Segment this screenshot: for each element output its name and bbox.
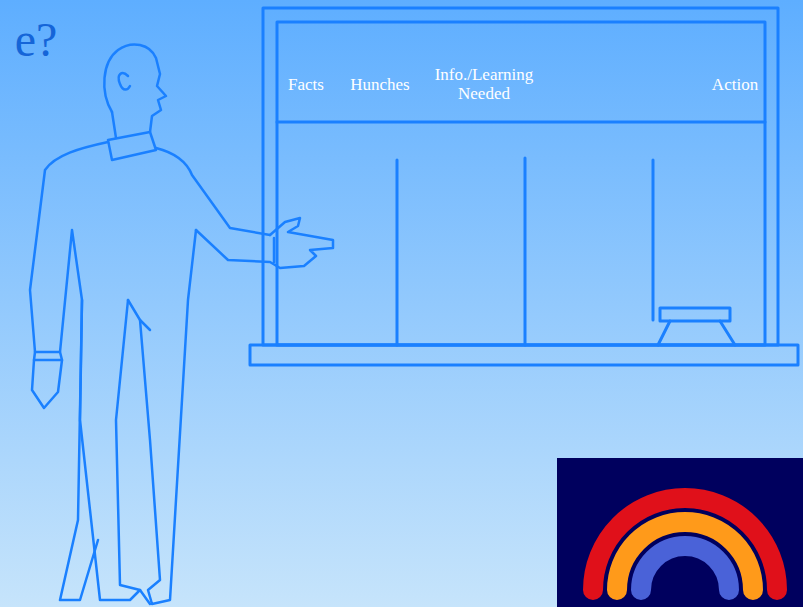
board-tray — [250, 345, 798, 365]
column-header: Hunches — [340, 76, 420, 95]
man-figure — [30, 44, 333, 604]
eraser — [660, 308, 730, 321]
column-header: Action — [705, 76, 765, 95]
column-header: Facts — [271, 76, 341, 95]
header-rule — [277, 121, 765, 124]
column-line — [652, 160, 655, 320]
whiteboard-frame — [263, 8, 778, 345]
rainbow-logo — [557, 458, 803, 607]
column-line — [524, 158, 527, 345]
column-header: Info./Learning Needed — [425, 66, 543, 103]
whiteboard-inner — [277, 22, 765, 345]
column-line — [396, 160, 399, 345]
title-fragment: e? — [1, 14, 71, 67]
eraser-base — [658, 321, 735, 345]
